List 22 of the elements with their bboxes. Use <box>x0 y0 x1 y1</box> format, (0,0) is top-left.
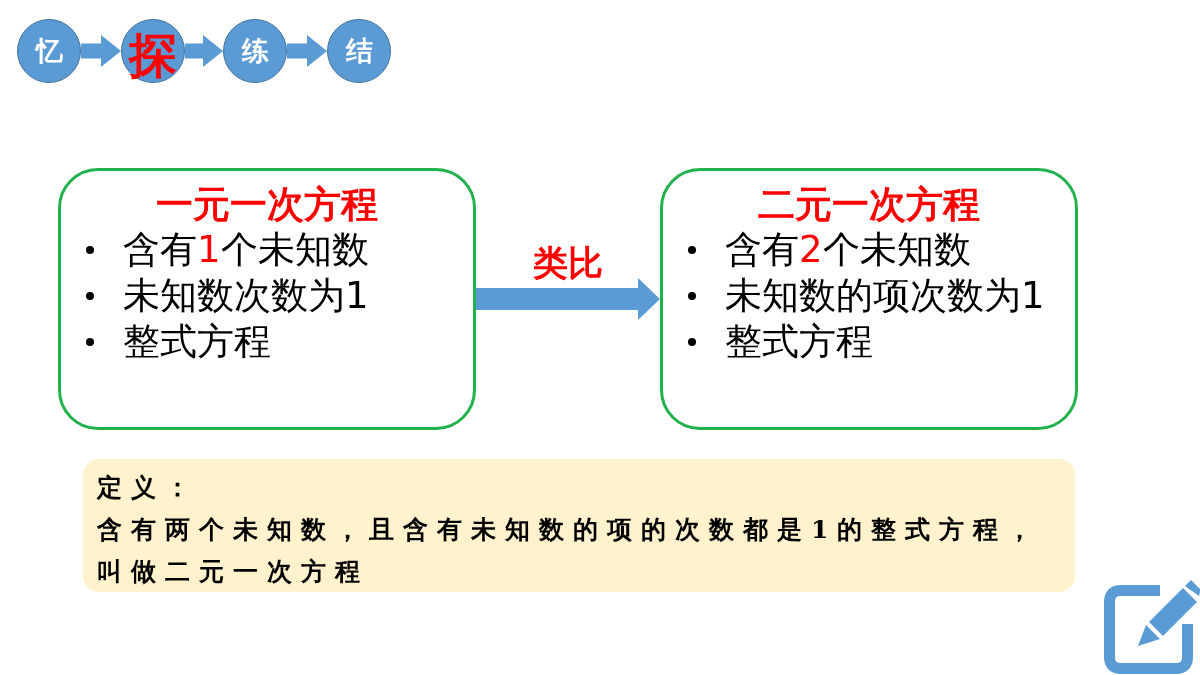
note-panel <box>83 459 1075 592</box>
step-label: 结 <box>345 36 373 66</box>
box-heading: 一元一次方程 <box>156 183 378 227</box>
bullet-text: 整式方程 <box>725 319 873 365</box>
step-label: 练 <box>241 36 269 66</box>
box-heading: 二元一次方程 <box>758 183 980 227</box>
bullet-text: 含有1个未知数 <box>123 227 369 273</box>
step-label: 探 <box>129 29 177 81</box>
block-arrow <box>81 35 121 67</box>
bullet-text: 含有2个未知数 <box>725 227 971 273</box>
definition-text: 含有两个未知数，且含有未知数的项的次数都是1的整式方程，叫做二元一次方程 <box>97 514 1043 588</box>
block-arrow <box>185 35 223 67</box>
block-arrow <box>287 35 327 67</box>
block-arrow <box>476 278 660 320</box>
rounded-box <box>660 168 1078 430</box>
bullet-text: 未知数的项次数为1 <box>725 273 1045 319</box>
edge-label: 类比 <box>533 243 603 283</box>
definition-label: 定义： <box>97 472 199 504</box>
rounded-box <box>58 168 476 430</box>
step-label: 忆 <box>35 36 63 66</box>
bullet-text: 整式方程 <box>123 319 271 365</box>
bullet-text: 未知数次数为1 <box>123 273 369 319</box>
